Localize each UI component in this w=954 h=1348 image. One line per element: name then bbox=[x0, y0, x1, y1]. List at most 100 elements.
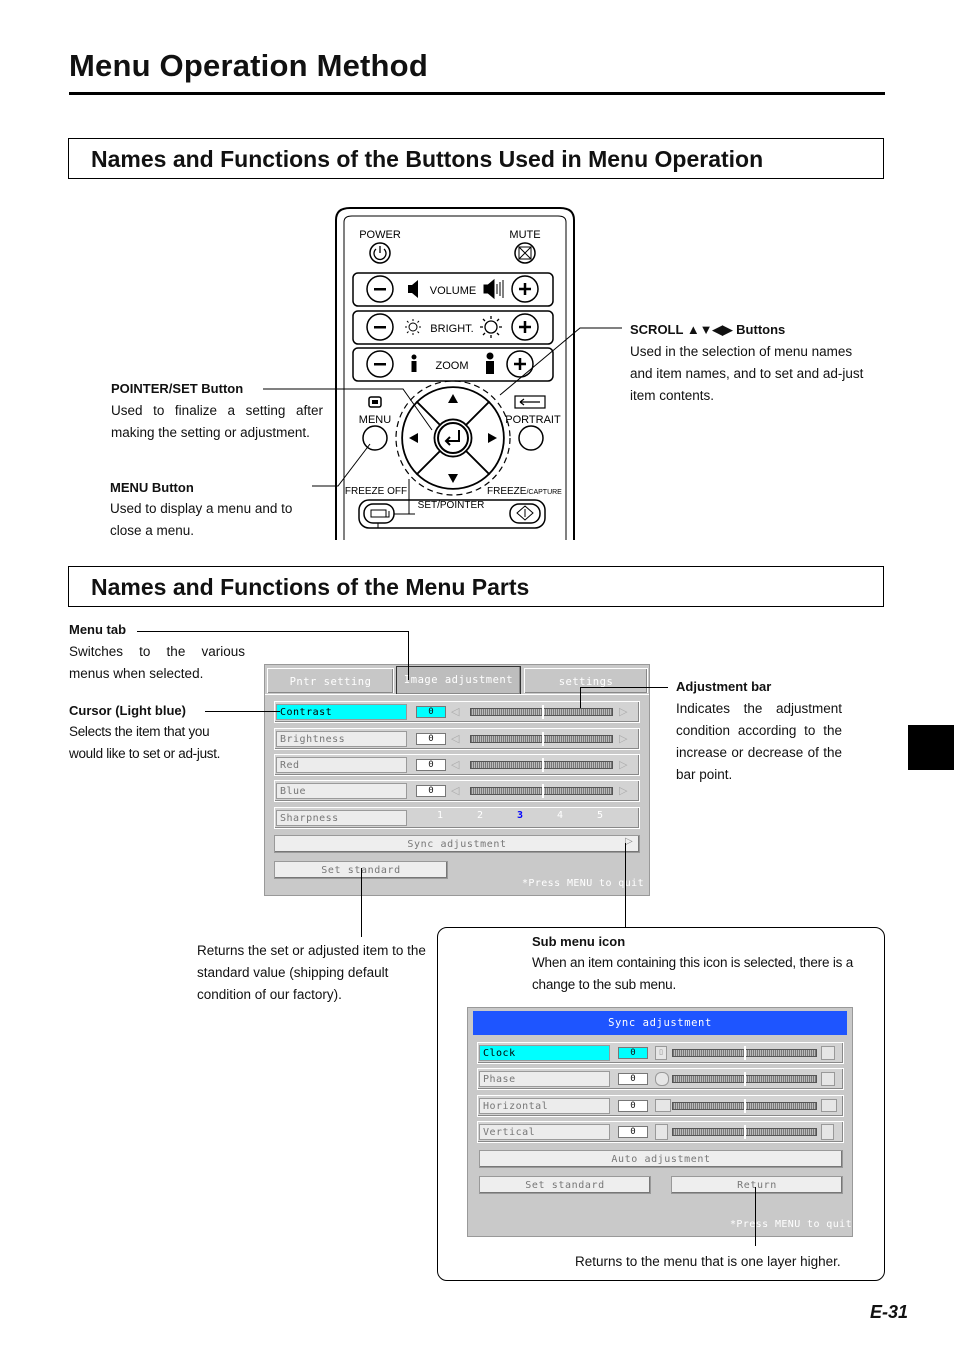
blue-value: 0 bbox=[416, 785, 446, 797]
sun-large-icon bbox=[480, 316, 502, 338]
set-standard-leader bbox=[361, 868, 362, 937]
menu-item-phase[interactable]: Phase bbox=[479, 1071, 610, 1087]
phase-plus-icon bbox=[821, 1072, 835, 1086]
cursor-label: Cursor (Light blue) bbox=[69, 703, 186, 718]
scroll-up-button[interactable] bbox=[415, 386, 491, 427]
horizontal-plus-icon bbox=[821, 1099, 837, 1112]
sync-adjustment-button[interactable]: Sync adjustment bbox=[274, 835, 640, 853]
cursor-description: Selects the item that you would like to … bbox=[69, 724, 221, 761]
tab-settings[interactable]: settings bbox=[524, 668, 648, 693]
decrease-arrow-icon: ◁ bbox=[451, 733, 460, 745]
sharpness-level-4[interactable]: 4 bbox=[557, 810, 564, 821]
decrease-arrow-icon: ◁ bbox=[451, 759, 460, 771]
set-standard-button[interactable]: Set standard bbox=[479, 1176, 651, 1194]
set-standard-description: Returns the set or adjusted item to the … bbox=[197, 943, 426, 1002]
freeze-off-label: FREEZE OFF bbox=[345, 486, 407, 497]
arrow-up-icon bbox=[448, 394, 458, 403]
person-large-icon bbox=[486, 352, 494, 374]
pointer-set-description: Used to finalize a setting after making … bbox=[111, 403, 323, 440]
menu-item-contrast[interactable]: Contrast bbox=[276, 704, 407, 720]
sharpness-level-1[interactable]: 1 bbox=[437, 810, 444, 821]
phase-minus-icon bbox=[655, 1072, 669, 1086]
sun-small-icon bbox=[405, 319, 421, 335]
mute-icon bbox=[518, 246, 532, 260]
arrow-left-icon bbox=[409, 433, 418, 443]
adjustment-bar-leader bbox=[580, 687, 668, 688]
sharpness-level-3[interactable]: 3 bbox=[517, 810, 524, 821]
menu-item-horizontal[interactable]: Horizontal bbox=[479, 1098, 610, 1114]
contrast-adjustment-bar[interactable] bbox=[470, 708, 613, 716]
mute-label: MUTE bbox=[509, 229, 540, 241]
blue-adjustment-bar[interactable] bbox=[470, 787, 613, 795]
sync-adjustment-title: Sync adjustment bbox=[473, 1011, 847, 1035]
contrast-value: 0 bbox=[416, 706, 446, 718]
menu-item-clock[interactable]: Clock bbox=[479, 1045, 610, 1061]
sharpness-level-2[interactable]: 2 bbox=[477, 810, 484, 821]
scroll-left-button[interactable] bbox=[401, 400, 442, 476]
remote-control-illustration: POWER MUTE VOLUME BRIGHT. ZOOM MENU PORT… bbox=[263, 207, 622, 540]
section2-heading: Names and Functions of the Menu Parts bbox=[68, 566, 884, 607]
adjustment-bar-label: Adjustment bar bbox=[676, 679, 772, 694]
enter-icon bbox=[444, 430, 460, 446]
speaker-high-icon bbox=[483, 278, 504, 300]
plus-icon bbox=[519, 283, 531, 295]
portrait-icon bbox=[514, 395, 546, 409]
menu-tab-description: Switches to the various menus when selec… bbox=[69, 644, 245, 681]
portrait-button[interactable] bbox=[518, 425, 544, 451]
page-title: Menu Operation Method bbox=[69, 48, 428, 83]
horizontal-minus-icon bbox=[655, 1099, 671, 1112]
decrease-arrow-icon: ◁ bbox=[451, 785, 460, 797]
menu-button-description: Used to display a menu and to close a me… bbox=[110, 501, 293, 538]
clock-plus-icon bbox=[821, 1046, 835, 1060]
section1-heading: Names and Functions of the Buttons Used … bbox=[68, 138, 884, 179]
freeze-off-icon bbox=[370, 509, 390, 518]
sharpness-levels: 1 2 3 4 5 bbox=[437, 810, 617, 824]
menu-item-vertical[interactable]: Vertical bbox=[479, 1124, 610, 1140]
quit-hint: *Press MENU to quit bbox=[522, 878, 644, 889]
tab-image-adjustment[interactable]: Image adjustment bbox=[396, 666, 521, 694]
bright-rocker bbox=[352, 310, 554, 345]
menu-item-blue[interactable]: Blue bbox=[276, 783, 407, 799]
auto-adjustment-button[interactable]: Auto adjustment bbox=[479, 1150, 843, 1168]
brightness-value: 0 bbox=[416, 733, 446, 745]
scroll-down-button[interactable] bbox=[415, 449, 491, 490]
red-adjustment-bar[interactable] bbox=[470, 761, 613, 769]
tab-pntr-setting[interactable]: Pntr setting bbox=[267, 668, 394, 693]
bright-label: BRIGHT. bbox=[430, 323, 473, 335]
menu-item-sharpness[interactable]: Sharpness bbox=[276, 810, 407, 826]
portrait-label: PORTRAIT bbox=[505, 414, 561, 426]
zoom-rocker bbox=[352, 347, 554, 382]
freeze-off-button[interactable] bbox=[363, 503, 395, 524]
increase-arrow-icon: ▷ bbox=[619, 785, 628, 797]
clock-minus-icon: ▯ bbox=[655, 1046, 667, 1060]
horizontal-value: 0 bbox=[618, 1100, 648, 1112]
phase-value: 0 bbox=[618, 1073, 648, 1085]
page-number: E-31 bbox=[870, 1302, 909, 1322]
arrow-right-icon bbox=[488, 433, 497, 443]
set-pointer-button[interactable] bbox=[437, 422, 469, 454]
increase-arrow-icon: ▷ bbox=[619, 733, 628, 745]
vertical-minus-icon bbox=[655, 1124, 668, 1140]
person-small-icon bbox=[411, 354, 417, 372]
freeze-rocker bbox=[358, 499, 546, 529]
sub-menu-leader bbox=[625, 843, 626, 928]
decrease-arrow-icon: ◁ bbox=[451, 706, 460, 718]
pointer-set-leader bbox=[263, 388, 433, 431]
brightness-adjustment-bar[interactable] bbox=[470, 735, 613, 743]
menu-item-red[interactable]: Red bbox=[276, 757, 407, 773]
menu-button[interactable] bbox=[362, 425, 388, 451]
scroll-right-button[interactable] bbox=[464, 400, 505, 476]
chapter-side-tab bbox=[908, 725, 954, 770]
menu-item-brightness[interactable]: Brightness bbox=[276, 731, 407, 747]
scroll-ring bbox=[395, 380, 511, 496]
return-button[interactable]: Return bbox=[671, 1176, 843, 1194]
menu-tab-label: Menu tab bbox=[69, 622, 127, 637]
sharpness-level-5[interactable]: 5 bbox=[597, 810, 604, 821]
freeze-icon bbox=[516, 505, 534, 521]
quit-hint: *Press MENU to quit bbox=[730, 1219, 852, 1230]
cursor-leader bbox=[205, 711, 280, 712]
menu-button-label: MENU Button bbox=[110, 480, 194, 495]
power-label: POWER bbox=[359, 229, 401, 241]
power-icon bbox=[373, 246, 387, 261]
sub-menu-icon: ▷ bbox=[625, 836, 633, 847]
